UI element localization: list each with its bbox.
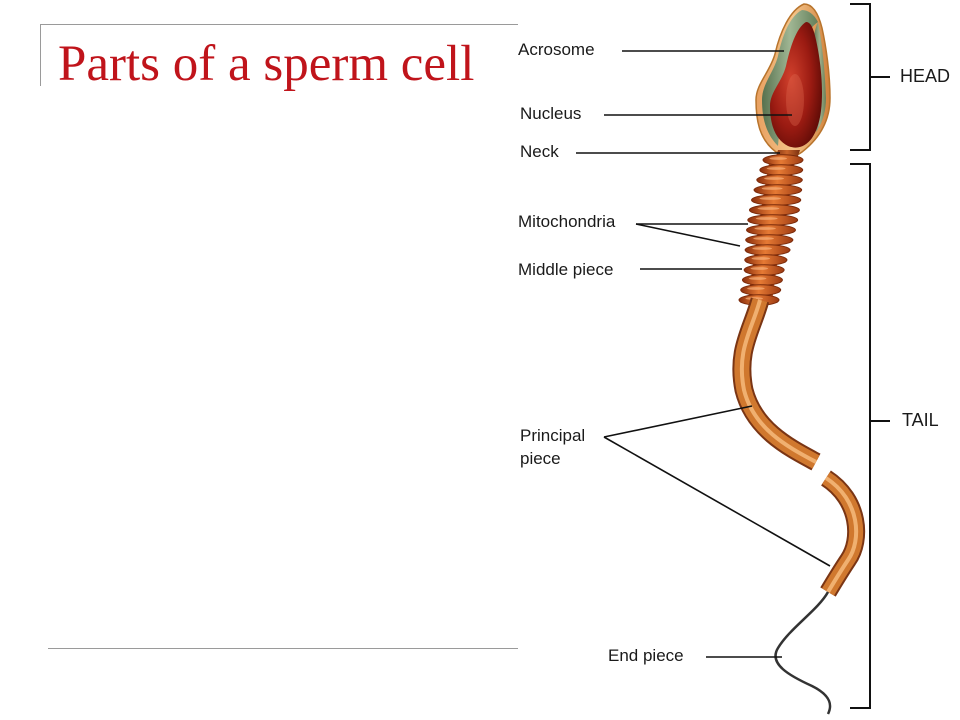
title-frame-left-rule — [40, 24, 41, 86]
mitochondria-ring — [759, 164, 804, 176]
end-piece-filament — [774, 591, 832, 715]
mitochondria-ring-highlight — [757, 207, 780, 210]
head-region-label: HEAD — [900, 66, 951, 86]
mitochondria-ring — [747, 214, 799, 226]
mitochondria-ring — [743, 264, 785, 276]
middle-piece-label: Middle piece — [518, 260, 614, 279]
sperm-head — [755, 3, 831, 158]
leader-lines — [576, 50, 831, 658]
mitochondria-rings — [738, 154, 804, 306]
acrosome-label: Acrosome — [518, 40, 595, 59]
mitochondria-ring — [762, 154, 804, 166]
mitochondria-ring — [744, 244, 791, 256]
mitochondria-ring — [748, 204, 800, 216]
sperm-tail — [732, 297, 866, 715]
mitochondria-ring — [751, 194, 802, 206]
mitochondria-ring — [753, 184, 803, 196]
mitochondria-ring — [746, 224, 796, 236]
mitochondria-ring-highlight — [751, 257, 771, 260]
mitochondria-ring-highlight — [766, 167, 786, 170]
mitochondria-ring-highlight — [750, 267, 769, 270]
principal-piece-leader-1 — [603, 405, 753, 438]
mitochondria-ring-highlight — [759, 197, 782, 200]
mitochondria-ring-highlight — [752, 247, 773, 250]
mitochondria-ring-highlight — [764, 177, 785, 180]
mitochondria-ring — [745, 234, 794, 246]
tail-bracket — [850, 163, 871, 709]
principal-piece-lower-stripe — [824, 476, 859, 594]
mitochondria-ring-highlight — [755, 217, 778, 220]
mitochondria-ring — [756, 174, 803, 186]
principal-piece-label: Principal piece — [520, 426, 586, 468]
principal-piece-leader-2 — [603, 436, 831, 567]
neck-label: Neck — [520, 142, 559, 161]
tail-region-label: TAIL — [902, 410, 939, 430]
mitochondria-ring — [740, 284, 782, 296]
footer-rule — [48, 648, 518, 649]
nucleus-label: Nucleus — [520, 104, 582, 123]
mitochondria-ring-highlight — [761, 187, 783, 190]
mitochondria-ring-highlight — [748, 277, 767, 280]
title-frame-top-rule — [40, 24, 518, 25]
head-bracket — [850, 3, 871, 151]
mitochondria-ring-highlight — [754, 227, 776, 230]
mitochondria-ring — [741, 274, 783, 286]
nucleus-highlight — [786, 74, 804, 126]
mitochondria-ring-highlight — [769, 157, 787, 160]
region-brackets — [850, 3, 890, 709]
mitochondria-label: Mitochondria — [518, 212, 616, 231]
mitochondria-leader-2 — [635, 223, 741, 247]
end-piece-label: End piece — [608, 646, 684, 665]
mitochondria-ring-highlight — [747, 287, 765, 290]
mitochondria-ring — [744, 254, 788, 266]
principal-piece-upper-stripe — [739, 299, 817, 464]
mitochondria-ring-highlight — [753, 237, 775, 240]
principal-piece-lower-fill — [821, 472, 864, 596]
nucleus-shape — [770, 22, 822, 148]
slide-title: Parts of a sperm cell — [58, 36, 475, 92]
